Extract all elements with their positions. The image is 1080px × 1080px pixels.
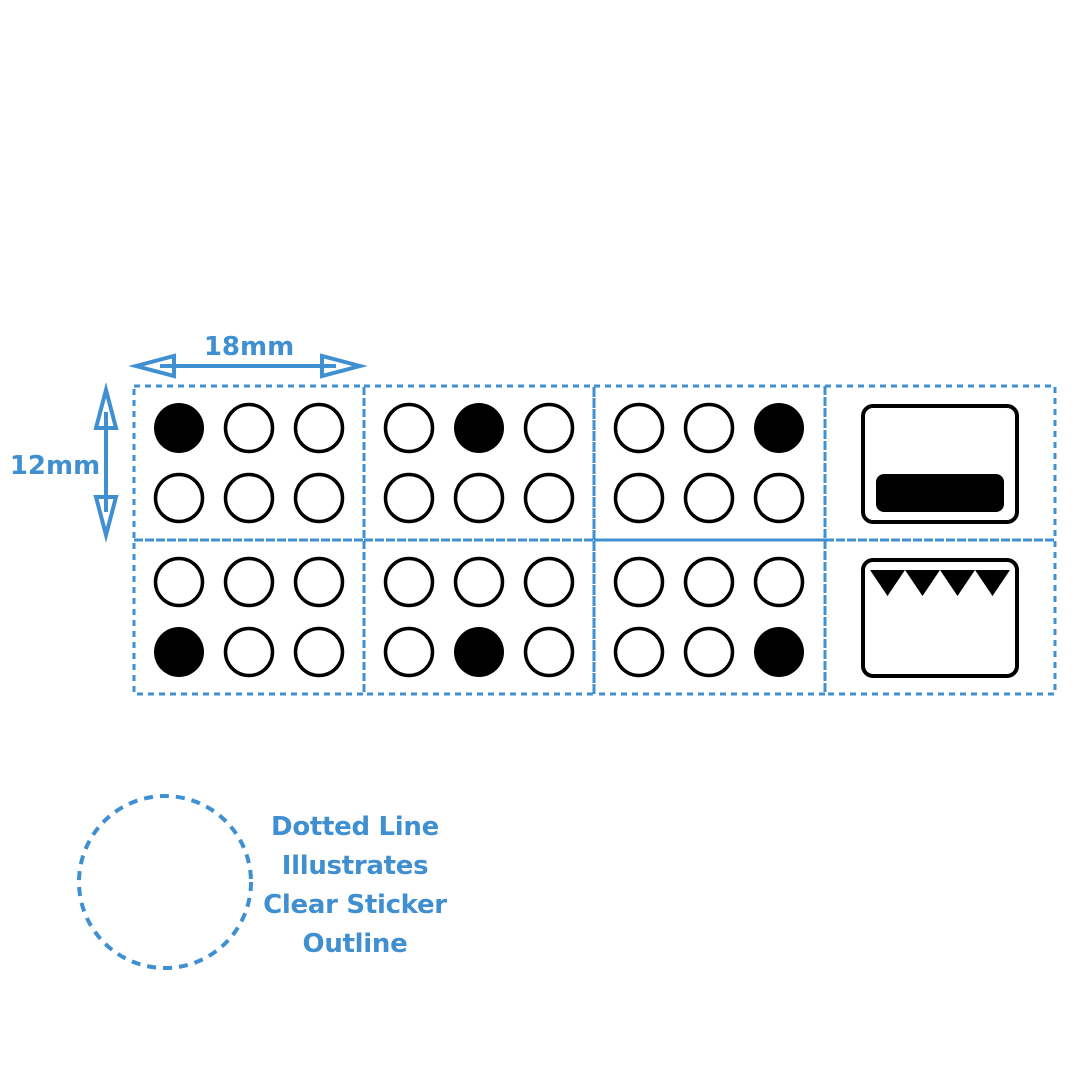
braille-dot-flat bbox=[753, 472, 805, 524]
triangles-icon bbox=[861, 558, 1019, 678]
width-arrow-left-head bbox=[128, 353, 176, 379]
braille-dot-flat bbox=[683, 402, 735, 454]
symbol-frame bbox=[861, 558, 1019, 678]
braille-dot-raised bbox=[454, 403, 504, 453]
braille-dot-flat bbox=[453, 472, 505, 524]
braille-dot-flat bbox=[613, 402, 665, 454]
symbol-frame bbox=[861, 404, 1019, 524]
symbol-bar bbox=[876, 474, 1004, 512]
symbol-triangle bbox=[905, 570, 940, 596]
legend-line: Dotted Line bbox=[271, 812, 439, 842]
braille-dot-flat bbox=[753, 556, 805, 608]
sticker-cell bbox=[362, 538, 596, 696]
braille-dot-flat bbox=[223, 472, 275, 524]
braille-dot-flat bbox=[293, 472, 345, 524]
sticker-outline bbox=[362, 538, 596, 696]
braille-dot-flat bbox=[223, 402, 275, 454]
braille-dot-raised bbox=[154, 627, 204, 677]
braille-dot-flat bbox=[523, 556, 575, 608]
symbol-triangle bbox=[870, 570, 905, 596]
legend-line: Illustrates bbox=[281, 851, 429, 881]
sticker-cell bbox=[592, 384, 827, 542]
sticker-cell bbox=[132, 384, 366, 542]
legend-line: Clear Sticker bbox=[263, 890, 447, 920]
width-dimension: 18mm bbox=[128, 332, 368, 379]
symbol-triangle bbox=[940, 570, 975, 596]
braille-dot-flat bbox=[383, 402, 435, 454]
sticker-outline bbox=[823, 538, 1057, 696]
braille-dot-flat bbox=[453, 556, 505, 608]
sticker-outline-sample bbox=[77, 794, 253, 970]
height-dimension: 12mm bbox=[10, 382, 119, 543]
sticker-cell bbox=[823, 538, 1057, 696]
braille-dot-flat bbox=[223, 556, 275, 608]
braille-dot-raised bbox=[754, 627, 804, 677]
sticker-cell bbox=[592, 538, 827, 696]
height-arrow-bottom-head bbox=[93, 495, 119, 543]
braille-dot-raised bbox=[454, 627, 504, 677]
sticker-outline bbox=[132, 538, 366, 696]
braille-dot-flat bbox=[523, 402, 575, 454]
height-label: 12mm bbox=[10, 451, 100, 481]
braille-dot-flat bbox=[223, 626, 275, 678]
sticker-outline bbox=[823, 384, 1057, 542]
symbol-triangle bbox=[975, 570, 1010, 596]
braille-dot-flat bbox=[683, 626, 735, 678]
width-label: 18mm bbox=[204, 332, 294, 362]
braille-dot-flat bbox=[293, 556, 345, 608]
braille-dot-flat bbox=[523, 626, 575, 678]
braille-dot-flat bbox=[683, 556, 735, 608]
braille-dot-flat bbox=[523, 472, 575, 524]
braille-dot-flat bbox=[153, 472, 205, 524]
braille-dot-raised bbox=[154, 403, 204, 453]
braille-dot-flat bbox=[293, 626, 345, 678]
braille-dot-flat bbox=[383, 626, 435, 678]
braille-dot-flat bbox=[613, 556, 665, 608]
legend-caption: Dotted Line Illustrates Clear Sticker Ou… bbox=[250, 808, 460, 964]
braille-dot-flat bbox=[683, 472, 735, 524]
sticker-outline bbox=[592, 538, 827, 696]
sticker-cell bbox=[362, 384, 596, 542]
sticker-grid bbox=[132, 384, 1057, 696]
height-arrow-top-head bbox=[93, 382, 119, 430]
braille-dot-flat bbox=[613, 626, 665, 678]
bar-icon bbox=[861, 404, 1019, 524]
sticker-cell bbox=[823, 384, 1057, 542]
legend-line: Outline bbox=[302, 929, 408, 959]
braille-dot-flat bbox=[293, 402, 345, 454]
braille-dot-flat bbox=[153, 556, 205, 608]
braille-dot-flat bbox=[383, 556, 435, 608]
sticker-cell bbox=[132, 538, 366, 696]
braille-dot-flat bbox=[613, 472, 665, 524]
braille-dot-flat bbox=[383, 472, 435, 524]
braille-dot-raised bbox=[754, 403, 804, 453]
width-arrow-right-head bbox=[320, 353, 368, 379]
